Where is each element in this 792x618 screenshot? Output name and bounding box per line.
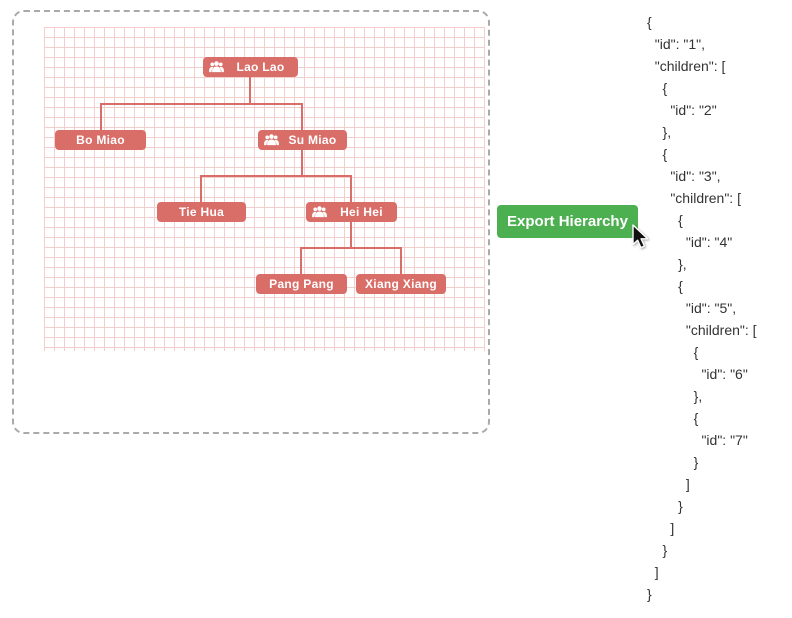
org-node-label: Bo Miao	[76, 133, 125, 147]
org-node[interactable]: Lao Lao	[203, 57, 298, 77]
org-node-label: Xiang Xiang	[365, 277, 437, 291]
org-node[interactable]: Bo Miao	[55, 130, 146, 150]
org-node[interactable]: Xiang Xiang	[356, 274, 446, 294]
users-icon	[264, 134, 279, 146]
org-node-label: Lao Lao	[236, 60, 285, 74]
users-icon	[209, 61, 224, 73]
org-node-label: Tie Hua	[178, 205, 225, 219]
json-output: { "id": "1", "children": [ { "id": "2" }…	[647, 14, 757, 602]
org-node[interactable]: Pang Pang	[256, 274, 347, 294]
org-node-label: Hei Hei	[340, 205, 383, 219]
org-node-label: Pang Pang	[269, 277, 334, 291]
orgchart-grid	[44, 27, 485, 351]
org-node-label: Su Miao	[288, 133, 337, 147]
org-node[interactable]: Tie Hua	[157, 202, 246, 222]
org-node[interactable]: Su Miao	[258, 130, 347, 150]
org-node[interactable]: Hei Hei	[306, 202, 397, 222]
mouse-cursor	[632, 224, 649, 249]
chart-drop-zone	[12, 10, 490, 434]
users-icon	[312, 206, 327, 218]
export-hierarchy-button[interactable]: Export Hierarchy	[497, 205, 638, 238]
